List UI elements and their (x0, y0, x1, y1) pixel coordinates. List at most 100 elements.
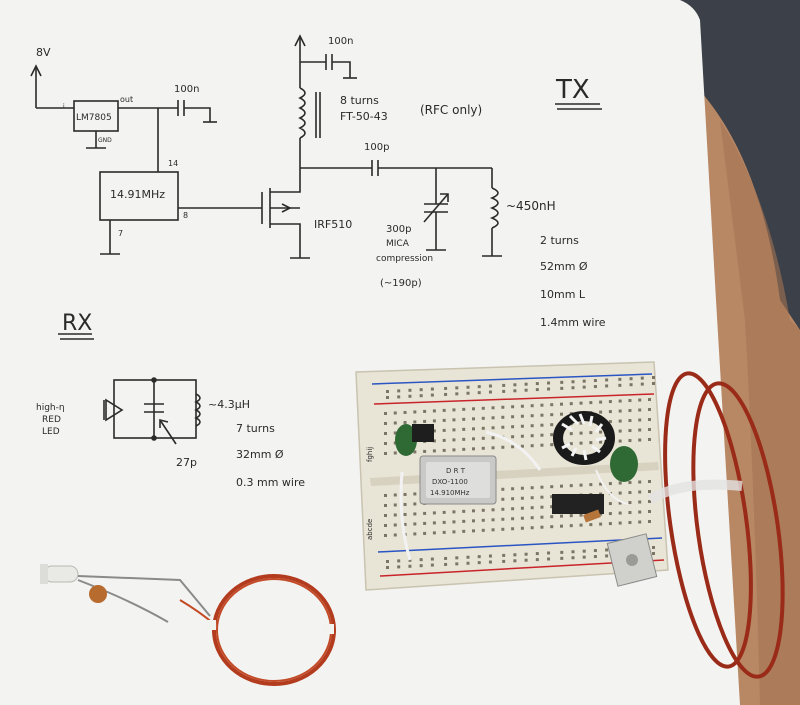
breadboard-hole (618, 481, 622, 485)
rail-hole (419, 394, 423, 398)
breadboard-hole (511, 445, 515, 449)
rail-hole (524, 388, 528, 392)
breadboard-hole (589, 401, 593, 405)
breadboard-hole (628, 429, 632, 433)
breadboard-hole (648, 398, 651, 401)
rail-hole (535, 388, 539, 392)
breadboard-hole (569, 432, 573, 436)
oscillator-can: D R T DXO-1100 14.910MHz (419, 455, 497, 505)
rail-hole (640, 382, 644, 386)
rail-hole (513, 559, 517, 563)
breadboard-hole (413, 420, 417, 424)
breadboard-hole (413, 512, 417, 516)
breadboard-hole (520, 424, 524, 428)
breadboard-hole (648, 428, 651, 431)
white-wire (485, 430, 542, 471)
breadboard-hole (560, 524, 563, 528)
rail-hole (618, 377, 622, 381)
breadboard-hole (452, 408, 456, 412)
rail-hole (430, 563, 434, 567)
breadboard-hole (579, 441, 583, 445)
breadboard-hole (472, 407, 475, 411)
breadboard-hole (648, 510, 651, 513)
breadboard-hole (550, 403, 554, 407)
breadboard-hole (442, 418, 446, 422)
breadboard-hole (472, 519, 475, 523)
breadboard-hole (599, 512, 603, 516)
rail-hole (513, 553, 517, 557)
breadboard-hole (520, 506, 524, 510)
breadboard-hole (384, 524, 387, 527)
breadboard-hole (384, 514, 387, 517)
transistor-small (412, 424, 434, 442)
toroid-coil (553, 411, 615, 465)
breadboard-hole (393, 523, 397, 527)
rx-title: RX (62, 311, 92, 336)
rail-hole (547, 381, 551, 385)
breadboard-hole (481, 406, 485, 410)
rail-hole (386, 566, 389, 569)
tuning-cap-approx: (~190p) (380, 278, 422, 289)
breadboard-hole (560, 484, 563, 488)
breadboard-hole (393, 431, 397, 435)
rail-hole (535, 552, 539, 556)
breadboard-hole (481, 528, 485, 532)
breadboard-hole (589, 483, 593, 487)
rail-hole (466, 391, 470, 395)
breadboard-hole (452, 438, 456, 442)
tuning-cap-value: 300p (386, 224, 411, 235)
breadboard-hole (520, 434, 524, 438)
breadboard-hole (618, 491, 622, 495)
breadboard-hole (491, 508, 495, 512)
breadboard-hole (501, 445, 505, 449)
rail-hole (640, 376, 644, 380)
breadboard-hole (550, 515, 554, 519)
breadboard-hole (618, 521, 622, 525)
breadboard-hole (618, 511, 622, 515)
breadboard-hole (501, 487, 505, 491)
breadboard-hole (608, 502, 612, 506)
breadboard-hole (384, 504, 387, 507)
breadboard-hole (432, 531, 436, 535)
breadboard-components: D R T DXO-1100 14.910MHz (395, 411, 658, 587)
breadboard-hole (638, 490, 642, 494)
breadboard-hole (560, 402, 563, 406)
breadboard-hole (628, 481, 632, 485)
rail-hole (571, 550, 575, 554)
rail-hole (560, 550, 564, 554)
oscillator-gnd-pin: 7 (118, 229, 123, 238)
rail-hole (488, 560, 492, 564)
rail-hole (560, 556, 564, 560)
breadboard-hole (628, 409, 632, 413)
rail-hole (593, 549, 597, 553)
breadboard-hole (423, 521, 427, 525)
breadboard-hole (403, 522, 407, 526)
breadboard-hole (511, 435, 515, 439)
breadboard-hole (511, 415, 515, 419)
breadboard-hole (432, 439, 436, 443)
breadboard-hole (550, 505, 554, 509)
regulator-in-pin: i (63, 103, 65, 110)
breadboard-hole (472, 427, 475, 431)
breadboard-hole (511, 507, 515, 511)
breadboard-hole (638, 520, 642, 524)
breadboard-hole (462, 529, 466, 533)
rail-hole (593, 379, 597, 383)
rail-hole (582, 379, 586, 383)
breadboard-hole (599, 430, 603, 434)
breadboard-hole (491, 406, 495, 410)
breadboard-hole (403, 492, 407, 496)
breadboard-hole (638, 398, 642, 402)
rail-hole (524, 382, 528, 386)
breadboard-hole (638, 408, 642, 412)
breadboard-hole (540, 403, 544, 407)
breadboard-hole (540, 433, 544, 437)
breadboard-hole (648, 490, 651, 493)
breadboard-hole (589, 523, 593, 527)
breadboard-hole (511, 405, 515, 409)
breadboard-hole (413, 522, 417, 526)
rail-hole (488, 384, 492, 388)
breadboard-hole (462, 437, 466, 441)
breadboard-hole (618, 419, 622, 423)
